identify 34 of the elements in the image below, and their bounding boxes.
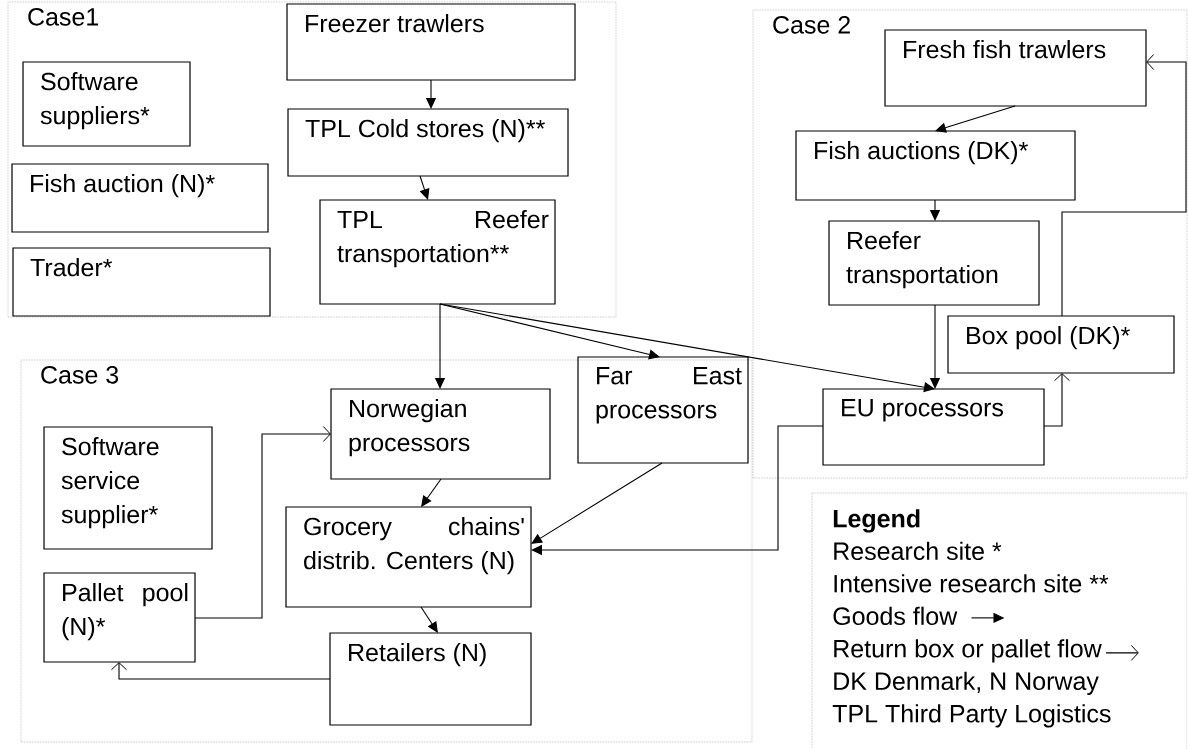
- legend-entry: TPL Third Party Logistics: [832, 704, 1111, 728]
- process-box: Freezer trawlers: [286, 3, 576, 81]
- legend-entry: Intensive research site **: [834, 574, 1109, 593]
- process-box: Reefer transportation: [828, 220, 1040, 306]
- arrow: [111, 662, 331, 680]
- process-box: Box pool (DK)*: [947, 315, 1175, 374]
- process-box: Fish auction (N)*: [11, 163, 269, 233]
- process-box: EU processors: [822, 388, 1045, 466]
- process-box: TPL Cold stores (N)**: [287, 108, 569, 177]
- arrow: [419, 175, 430, 200]
- legend-entry: Goods flow: [833, 606, 958, 626]
- process-box: Software service supplier*: [43, 426, 213, 550]
- arrow: [420, 606, 438, 633]
- process-box: Grocery chains' distrib. Centers (N): [285, 506, 532, 608]
- process-box: Software suppliers*: [22, 61, 191, 147]
- arrow: [1061, 54, 1187, 317]
- legend-entry: DK Denmark, N Norway: [834, 671, 1099, 695]
- process-box: Norwegian processors: [330, 388, 551, 480]
- process-box: Fresh fish trawlers: [884, 29, 1147, 107]
- process-box: Trader*: [12, 247, 271, 317]
- legend-entry: Return box or pallet flow: [834, 639, 1102, 663]
- process-box: Retailers (N): [329, 632, 532, 726]
- arrow: [531, 425, 824, 556]
- process-box: TPL Reefer transportation**: [319, 199, 556, 305]
- process-box: Pallet pool (N)*: [43, 572, 196, 663]
- arrow: [531, 462, 663, 544]
- process-box: Fish auctions (DK)*: [795, 130, 1076, 201]
- legend-entry: Research site *: [834, 541, 1002, 561]
- arrow: [935, 105, 1016, 133]
- legend-heading: Legend: [833, 509, 920, 533]
- process-box: Far East processors: [577, 356, 749, 464]
- arrow: [421, 478, 442, 507]
- arrow: [194, 426, 331, 619]
- arrow: [1043, 373, 1070, 427]
